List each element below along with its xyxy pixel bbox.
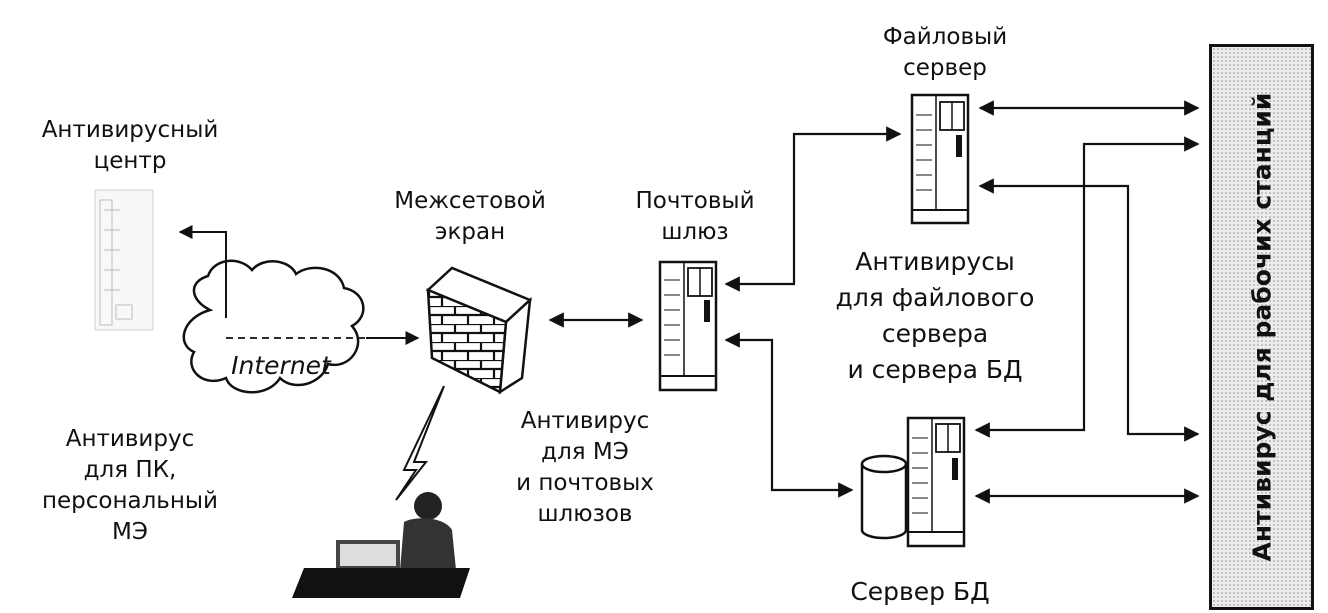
firewall-label: Межсетовой экран	[394, 188, 546, 245]
mail-fileserver-link	[724, 126, 902, 292]
mail-gateway-icon	[658, 260, 718, 392]
file-server-label: Файловый сервер	[882, 24, 1008, 81]
file-server-icon	[910, 93, 970, 225]
internet-cloud-icon	[178, 225, 420, 394]
antivirus-center-label: Антивирусный центр	[41, 117, 219, 174]
ws-fileserver-link	[978, 178, 1200, 442]
lightning-icon	[395, 385, 445, 501]
internet-label: Internet	[231, 351, 331, 380]
antivirus-servers-label: Антивирусы для файлового сервера и серве…	[835, 247, 1035, 384]
workstations-label: Антивирус для рабочих станций	[1247, 92, 1276, 562]
antivirus-pc-label: Антивирус для ПК, персональный МЭ	[41, 426, 219, 545]
db-server-label: Сервер БД	[850, 577, 990, 606]
db-server-icon	[906, 416, 966, 548]
mail-gateway-label: Почтовый шлюз	[635, 188, 755, 245]
workstations-panel: Антивирус для рабочих станций	[1209, 44, 1314, 610]
antivirus-firewall-mail-label: Антивирус для МЭ и почтовых шлюзов	[516, 408, 654, 527]
pc-user-icon	[292, 492, 470, 598]
firewall-icon	[425, 266, 533, 395]
antivirus-center-icon	[94, 189, 154, 331]
mail-dbserver-link	[724, 332, 854, 498]
database-icon	[860, 454, 908, 540]
